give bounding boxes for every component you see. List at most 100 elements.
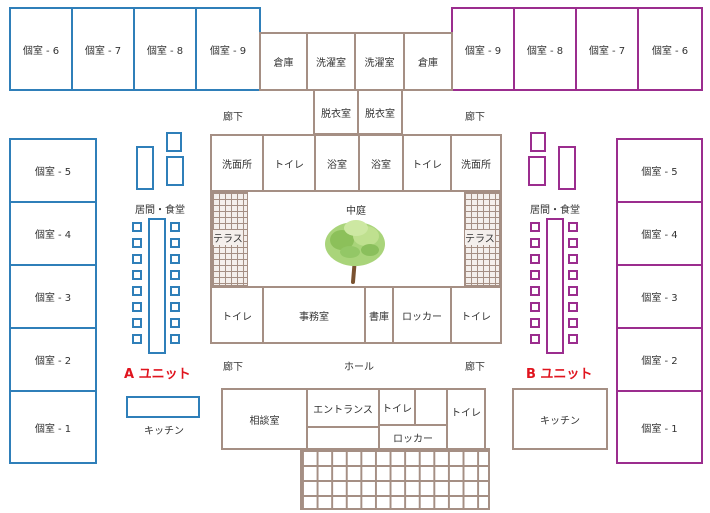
storage-right[interactable]: 倉庫 <box>403 32 453 91</box>
corridor-label-bottom-left: 廊下 <box>223 362 243 373</box>
room-label: 個室 - 4 <box>641 230 678 241</box>
dining-chair <box>530 254 540 264</box>
room-label: 個室 - 5 <box>641 167 678 178</box>
dining-chair <box>132 238 142 248</box>
laundry-right[interactable]: 洗濯室 <box>354 32 405 91</box>
dressing-room-right[interactable]: 脱衣室 <box>357 89 403 135</box>
unit-b-room-2[interactable]: 個室 - 2 <box>616 327 703 392</box>
bathroom-right[interactable]: 浴室 <box>358 134 404 192</box>
toilet-middle-right[interactable]: トイレ <box>450 286 502 344</box>
unit-b-room-9[interactable]: 個室 - 9 <box>451 7 515 91</box>
toilet-middle-left[interactable]: トイレ <box>210 286 264 344</box>
unit-b-room-6[interactable]: 個室 - 6 <box>637 7 703 91</box>
parking-grid <box>300 448 490 510</box>
unit-a-room-7[interactable]: 個室 - 7 <box>71 7 135 91</box>
unit-b-living-label: 居間・食堂 <box>530 205 580 216</box>
dining-chair <box>568 302 578 312</box>
unit-a-room-5[interactable]: 個室 - 5 <box>9 138 97 203</box>
unit-a-label: A ユニット <box>124 367 191 382</box>
unit-a-room-8[interactable]: 個室 - 8 <box>133 7 197 91</box>
room-label: 浴室 <box>327 159 347 171</box>
unit-a-room-2[interactable]: 個室 - 2 <box>9 327 97 392</box>
unit-a-room-4[interactable]: 個室 - 4 <box>9 201 97 266</box>
room-label: キッチン <box>540 415 580 427</box>
toilet-upper-left[interactable]: トイレ <box>262 134 316 192</box>
laundry-left[interactable]: 洗濯室 <box>306 32 356 91</box>
unit-b-room-7[interactable]: 個室 - 7 <box>575 7 639 91</box>
dining-chair <box>568 286 578 296</box>
room-label: トイレ <box>412 159 442 171</box>
room-label: トイレ <box>274 159 304 171</box>
unit-b-room-5[interactable]: 個室 - 5 <box>616 138 703 203</box>
room-label: ロッカー <box>402 311 442 323</box>
room-label: 倉庫 <box>418 58 438 69</box>
unit-b-room-8[interactable]: 個室 - 8 <box>513 7 577 91</box>
dressing-room-left[interactable]: 脱衣室 <box>313 89 359 135</box>
room-label: 個室 - 9 <box>209 45 247 57</box>
washroom-right[interactable]: 洗面所 <box>450 134 502 192</box>
dining-chair <box>530 286 540 296</box>
unit-a-room-3[interactable]: 個室 - 3 <box>9 264 97 329</box>
entrance[interactable]: エントランス <box>306 388 380 428</box>
dining-chair <box>568 270 578 280</box>
unit-b-room-1[interactable]: 個室 - 1 <box>616 390 703 464</box>
unit-b-room-4[interactable]: 個室 - 4 <box>616 201 703 266</box>
tree-icon <box>325 220 385 284</box>
room-label: トイレ <box>382 403 412 415</box>
toilet-bottom-left[interactable]: トイレ <box>378 388 416 426</box>
room-label: ロッカー <box>393 433 433 445</box>
unit-a-furniture <box>166 156 184 186</box>
dining-chair <box>132 318 142 328</box>
room-label: 個室 - 1 <box>641 423 678 435</box>
locker-bottom[interactable]: ロッカー <box>378 424 448 450</box>
dining-chair <box>132 254 142 264</box>
room-label: 個室 - 2 <box>641 356 678 367</box>
room-label: 個室 - 3 <box>34 293 72 304</box>
storage-left[interactable]: 倉庫 <box>259 32 308 91</box>
washroom-left[interactable]: 洗面所 <box>210 134 264 192</box>
unit-b-label: B ユニット <box>526 367 593 382</box>
room-label: トイレ <box>451 408 481 419</box>
toilet-bottom-right[interactable]: トイレ <box>446 388 486 450</box>
unit-a-sofa <box>136 146 154 190</box>
unit-b-furniture <box>528 156 546 186</box>
unit-a-kitchen-label: キッチン <box>144 426 184 437</box>
dining-chair <box>170 238 180 248</box>
dining-chair <box>530 238 540 248</box>
room-label: 個室 - 8 <box>526 45 564 57</box>
room-label: 洗面所 <box>461 159 491 171</box>
corridor-label-top-right: 廊下 <box>465 112 485 123</box>
room-label: 個室 - 1 <box>34 423 72 435</box>
unit-a-room-6[interactable]: 個室 - 6 <box>9 7 73 91</box>
room-label: 個室 - 8 <box>146 45 184 57</box>
entrance-lower <box>306 426 380 450</box>
dining-chair <box>530 302 540 312</box>
dining-chair <box>132 222 142 232</box>
dining-chair <box>568 334 578 344</box>
room-label: 個室 - 2 <box>34 356 72 367</box>
room-label: 個室 - 4 <box>34 230 72 241</box>
room-label: 洗面所 <box>222 159 252 171</box>
unit-a-room-9[interactable]: 個室 - 9 <box>195 7 261 91</box>
dining-chair <box>568 254 578 264</box>
unit-a-dining-table <box>148 218 166 354</box>
terrace-label-left: テラス <box>213 230 243 245</box>
consultation-room[interactable]: 相談室 <box>221 388 308 450</box>
room-label: 事務室 <box>299 311 329 323</box>
room-label: 倉庫 <box>273 58 294 69</box>
toilet-upper-right[interactable]: トイレ <box>402 134 452 192</box>
room-label: トイレ <box>222 311 252 323</box>
room-label: 相談室 <box>249 415 280 427</box>
unit-a-room-1[interactable]: 個室 - 1 <box>9 390 97 464</box>
office[interactable]: 事務室 <box>262 286 366 344</box>
dining-chair <box>568 222 578 232</box>
dining-chair <box>132 270 142 280</box>
locker-middle[interactable]: ロッカー <box>392 286 452 344</box>
room-label: 浴室 <box>371 159 391 171</box>
dining-chair <box>530 334 540 344</box>
unit-b-kitchen[interactable]: キッチン <box>512 388 608 450</box>
courtyard: 中庭 <box>210 190 502 288</box>
archive[interactable]: 書庫 <box>364 286 394 344</box>
unit-b-room-3[interactable]: 個室 - 3 <box>616 264 703 329</box>
bathroom-left[interactable]: 浴室 <box>314 134 360 192</box>
